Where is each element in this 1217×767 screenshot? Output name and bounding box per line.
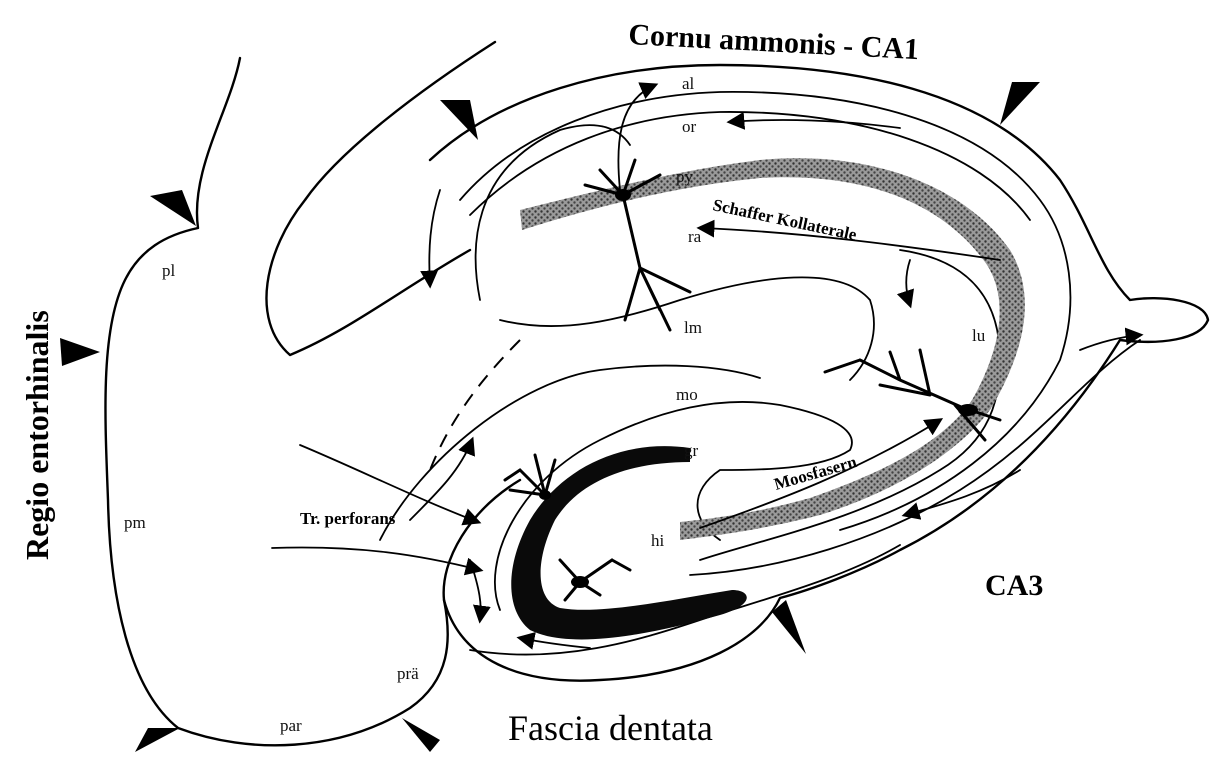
layer-label-gr: gr bbox=[684, 441, 699, 460]
lu-arrow bbox=[906, 260, 910, 305]
layer-label-lm: lm bbox=[684, 318, 702, 337]
entorhinal-label-pl: pl bbox=[162, 261, 176, 280]
entorhinal-label-par: par bbox=[280, 716, 302, 735]
layer-label-mo: mo bbox=[676, 385, 698, 404]
dentate-bottom-arrow bbox=[520, 638, 590, 648]
title-fascia: Fascia dentata bbox=[508, 708, 713, 748]
fimbria-arrow bbox=[1080, 335, 1140, 350]
perforans-arrow-3 bbox=[410, 440, 472, 520]
entorhinal-label-pra: prä bbox=[397, 664, 419, 683]
ca3-pyramidal-neuron bbox=[825, 350, 1000, 440]
alveus-arrow bbox=[730, 120, 900, 128]
entorhinal-label-pm: pm bbox=[124, 513, 146, 532]
entorhinal-outline bbox=[105, 58, 447, 745]
basket-neuron bbox=[560, 560, 630, 600]
schaffer-label: Schaffer Kollaterale bbox=[711, 195, 859, 244]
title-entorhinal: Regio entorhinalis bbox=[19, 310, 55, 560]
layer-label-lu: lu bbox=[972, 326, 986, 345]
fissure-dashed bbox=[430, 340, 520, 470]
title-ca1: Cornu ammonis - CA1 bbox=[628, 18, 920, 66]
ca3-out-arrow bbox=[905, 470, 1020, 515]
granule-layer bbox=[511, 446, 747, 639]
layer-label-al: al bbox=[682, 74, 695, 93]
layer-label-ra: ra bbox=[688, 227, 702, 246]
layer-label-hi: hi bbox=[651, 531, 665, 550]
title-ca3: CA3 bbox=[985, 569, 1043, 602]
layer-label-py: py bbox=[676, 167, 694, 186]
dentate-mol-loop bbox=[380, 366, 760, 540]
layer-label-or: or bbox=[682, 117, 697, 136]
perforans-label: Tr. perforans bbox=[300, 509, 396, 528]
ca1-stratum-oriens-line bbox=[460, 92, 1070, 530]
